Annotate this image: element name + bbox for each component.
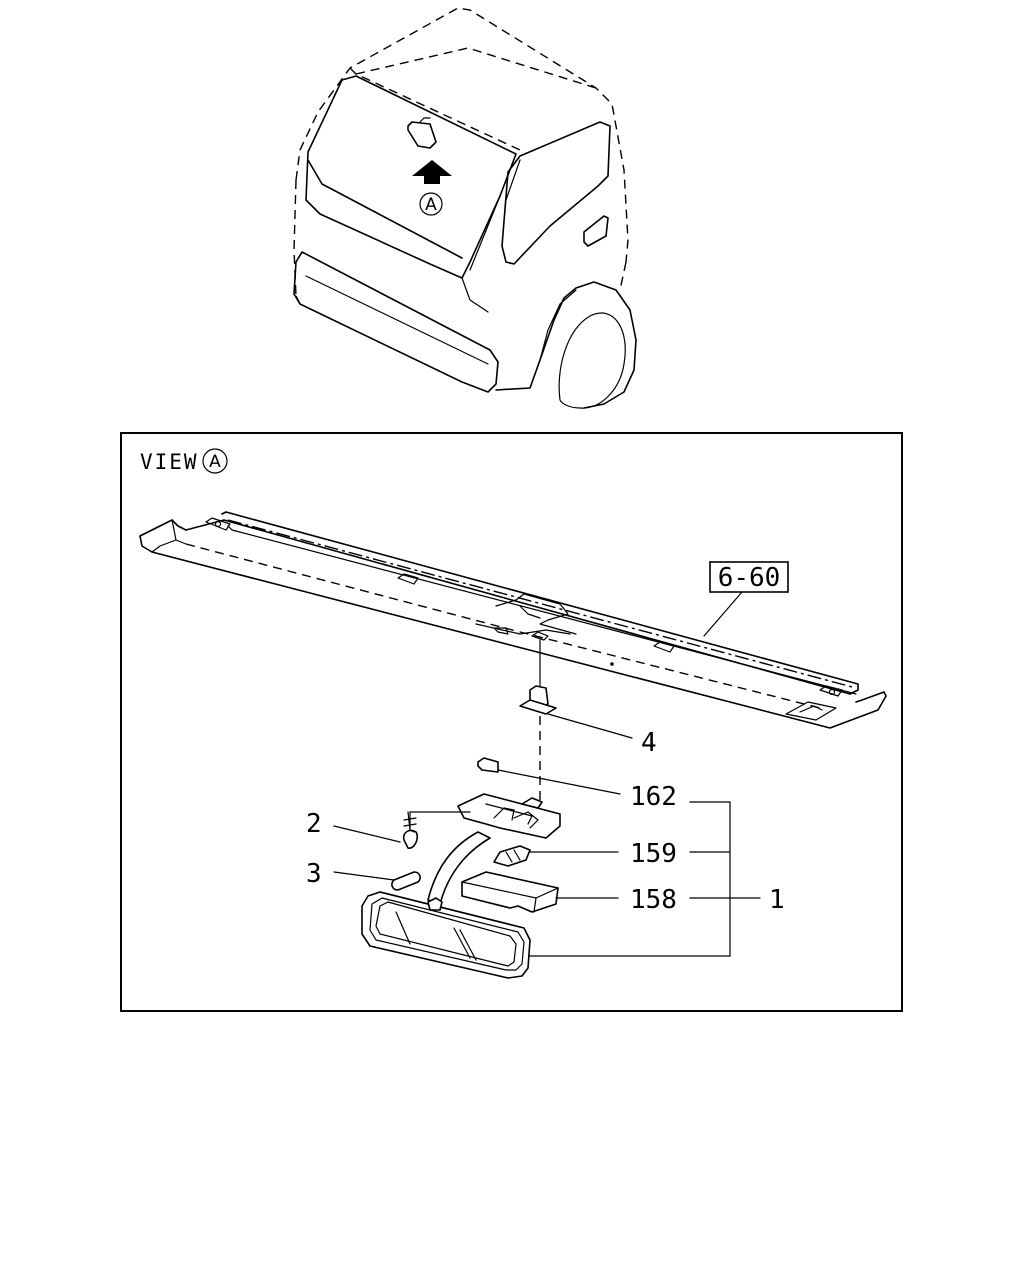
view-caption-marker: A <box>209 452 221 472</box>
pad-part: 162 <box>477 757 677 812</box>
callout-clip: 4 <box>641 728 657 758</box>
ref-box-label: 6-60 <box>718 563 781 593</box>
callout-assembly: 1 <box>769 885 785 915</box>
mirror-lamp-assembly: 2 3 159 158 1 <box>306 793 785 979</box>
view-marker-text: A <box>425 195 437 215</box>
clip-part: 4 <box>519 639 657 800</box>
truck-cab-illustration: A <box>293 7 637 409</box>
callout-lens: 158 <box>630 885 677 915</box>
callout-pad: 162 <box>630 782 677 812</box>
callout-bulb: 159 <box>630 839 677 869</box>
callout-cap: 3 <box>306 859 322 889</box>
view-caption: VIEW <box>140 450 199 474</box>
view-a-frame: VIEW A <box>120 432 903 1012</box>
roof-rail: 6-60 <box>139 511 887 729</box>
callout-screw: 2 <box>306 809 322 839</box>
